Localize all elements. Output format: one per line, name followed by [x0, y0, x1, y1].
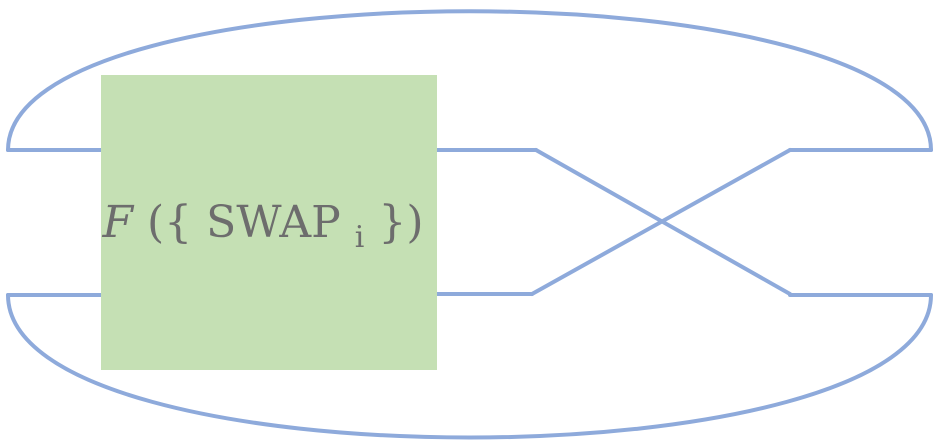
operator-subscript: i: [355, 220, 365, 255]
open-paren-brace: ({: [147, 197, 192, 248]
close-brace-paren: }): [378, 197, 423, 248]
function-box: [101, 75, 437, 370]
function-box-label: F ({ SWAP i }): [101, 197, 423, 258]
lower-loop-wire: [6, 293, 933, 440]
swap-crossing-wire-up: [530, 148, 792, 296]
operator-name: SWAP: [206, 197, 341, 248]
upper-loop-wire: [6, 9, 933, 152]
function-symbol: F: [101, 197, 134, 248]
